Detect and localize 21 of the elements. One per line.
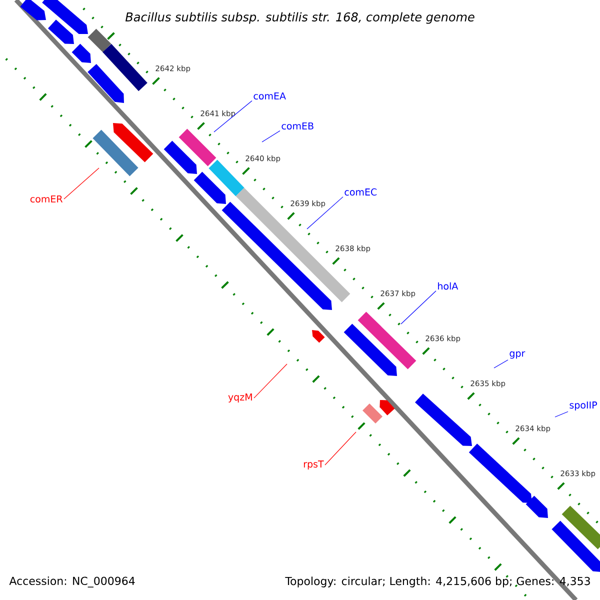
leader-line xyxy=(64,168,100,200)
gene-label: rpsT xyxy=(304,460,324,470)
leader-line xyxy=(400,290,436,324)
leader-line xyxy=(262,130,280,142)
title: Bacillus subtilis subsp. subtilis str. 168, complete genome xyxy=(124,11,476,25)
gene-label: spoIIP xyxy=(570,402,598,410)
gene-label: comEB xyxy=(282,122,314,130)
gene-label: gpr xyxy=(510,351,526,359)
accession-text: Accession: NC_000964 xyxy=(9,576,135,588)
leader-line xyxy=(306,196,344,230)
leader-line xyxy=(254,364,288,398)
gene-label: yqzM xyxy=(228,394,252,402)
gene-label: comEC xyxy=(344,188,377,196)
gene-label: comER xyxy=(30,195,63,203)
leader-line xyxy=(324,432,356,466)
gene-label: comEA xyxy=(254,92,286,100)
leader-line xyxy=(214,100,252,132)
leader-line xyxy=(494,360,508,368)
gene-label: holA xyxy=(438,282,458,290)
leader-line xyxy=(554,411,568,418)
genome-info-text: Topology: circular; Length: 4,215,606 bp; Genes: 4,353 xyxy=(285,576,590,588)
